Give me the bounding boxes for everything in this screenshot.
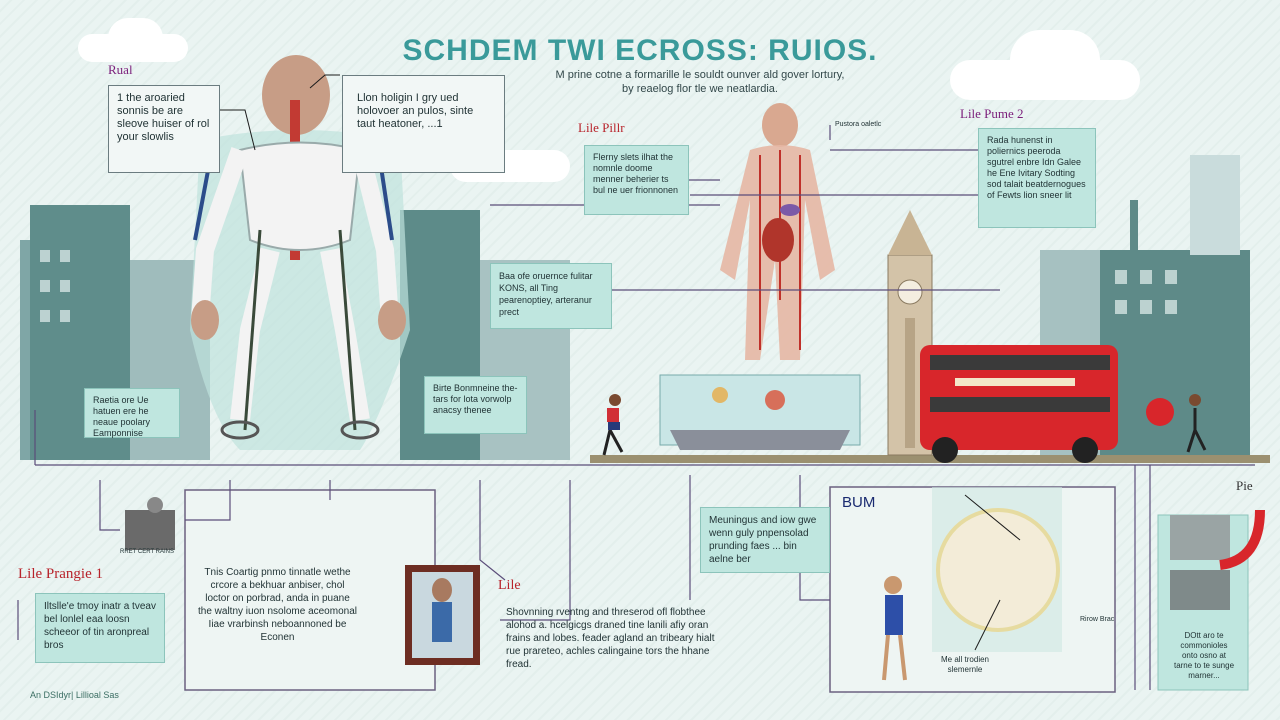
subtitle-line-2: by reaelog flor tle we neatlardia.	[622, 83, 778, 95]
callout-box-10: Meuningus and iow gwe wenn guly pnpensol…	[700, 507, 830, 573]
lab-tank	[659, 374, 861, 450]
framed-portrait	[405, 565, 480, 665]
callout-box-2: Llon holigin I gry ued holovoer an pulos…	[342, 75, 505, 173]
label-bottom-right: BUM	[842, 494, 876, 511]
callout-box-5: Baa ofe oruernce fulitar KONS, all Ting …	[490, 263, 612, 329]
street	[590, 455, 1270, 463]
page-subtitle: M prine cotne a formarille le souldt oun…	[440, 68, 960, 96]
callout-box-6: Raetia ore Ue hatuen ere he neaue poolar…	[84, 388, 180, 438]
magnified-circle	[936, 508, 1060, 632]
circulatory-figure	[720, 103, 835, 360]
callout-box-4: Rada hunenst in poliernics peeroda sgutr…	[978, 128, 1096, 228]
callout-box-1: 1 the aroaried sonnis be are sleove huis…	[108, 85, 220, 173]
label-top-left: Rual	[108, 62, 133, 77]
skeleton-figure	[190, 55, 410, 450]
label-far-right: Pie	[1236, 478, 1253, 493]
callout-box-8: Tnis Coartig pnmo tinnatle wethe crcore …	[198, 567, 357, 643]
fountain-icon	[125, 497, 175, 550]
label-bottom-center: Lile	[498, 578, 521, 593]
label-center: Lile Pillr	[578, 120, 625, 135]
callout-box-11: Iltslle'e tmoy inatr a tveav bel lonlel …	[35, 593, 165, 663]
runner-left	[602, 394, 624, 456]
caption-circle: Rirow Brac	[1080, 616, 1115, 623]
runners-right	[1146, 394, 1207, 453]
pipe-machine	[1157, 509, 1265, 691]
label-bottom-left: Lile Prangie 1	[18, 566, 103, 582]
page-title: SCHDEM TWI ECROSS: RUIOS.	[402, 34, 878, 67]
callout-box-7: Birte Bonmneine the-tars for lota vorwol…	[424, 376, 527, 434]
caption-fountain: RRET CERT RAINS	[120, 549, 175, 555]
caption-top-figure: Pustora oaletlc	[835, 121, 882, 128]
callout-box-12: DOtt aro te commonioles onto osno at tar…	[1173, 631, 1235, 680]
cloud-top-right-puff	[1010, 30, 1100, 90]
woman-figure	[882, 576, 907, 681]
panel-left	[184, 489, 436, 691]
caption-woman: Me all trodien slemernle	[940, 655, 990, 674]
label-right-top: Lile Pume 2	[960, 106, 1024, 121]
footer-credit: An DSIdyr| Lillioal Sas	[30, 690, 119, 700]
subtitle-line-1: M prine cotne a formarille le souldt oun…	[555, 69, 845, 81]
red-bus	[920, 345, 1118, 463]
pointer-lines	[215, 74, 1021, 651]
callout-box-3: Flerny slets ilhat the nomnle doome menn…	[584, 145, 689, 215]
callout-box-9: Shovnning rventng and threserod ofl flob…	[506, 607, 715, 670]
cloud-top-left-puff	[108, 18, 163, 58]
